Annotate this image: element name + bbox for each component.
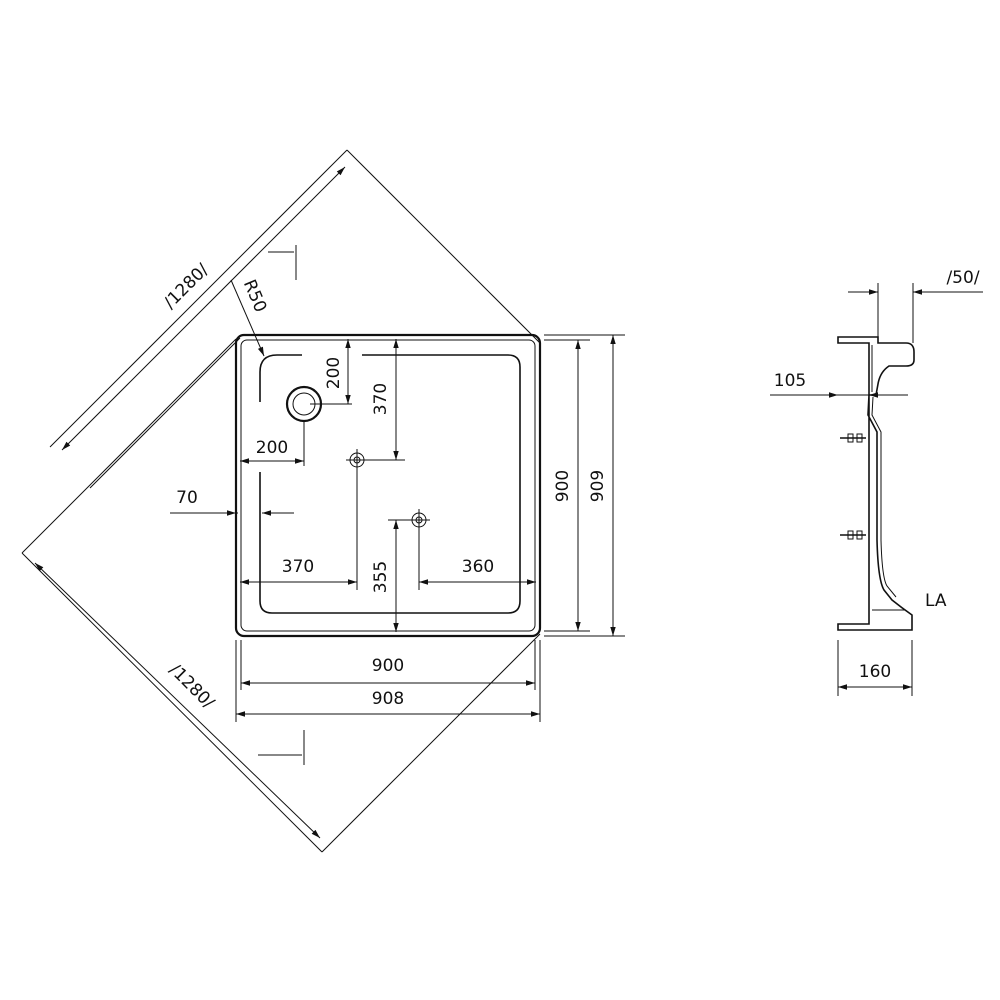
tray-inner-outline [240, 339, 536, 632]
dim-outer-height-label: 909 [588, 470, 608, 502]
diag-label-top: /1280/ [160, 260, 213, 313]
section-bolt-top [840, 433, 866, 443]
foot-marker-1 [346, 449, 368, 471]
diagonal-frame-bottom-right [321, 633, 541, 853]
section-view: /50/ 105 LA 160 [770, 268, 983, 696]
dim-drain-x-label: 200 [256, 438, 288, 458]
section-bolt-bottom [840, 530, 866, 540]
plan-view: /1280/ /1280/ R50 200 200 370 70 370 355 [21, 149, 625, 853]
diagonal-frame-inner2 [89, 337, 241, 489]
dim-edge-label: 70 [176, 488, 198, 508]
diag-dimension-top [61, 166, 346, 451]
diag-label-bottom: /1280/ [165, 660, 218, 713]
dim-foot-y-label: 355 [371, 561, 391, 593]
tray-outer-outline [234, 333, 542, 638]
section-cut-top [268, 245, 297, 280]
dim-inner-width-label: 900 [372, 656, 404, 676]
dim-drain-offset-y-label: 370 [371, 383, 391, 415]
dim-section-base-label: 160 [859, 662, 891, 682]
dim-inner-height-label: 900 [553, 470, 573, 502]
dim-section-top-label: /50/ [946, 268, 979, 288]
diagonal-frame-bottom-left [21, 552, 323, 853]
dim-foot-right-label: 360 [462, 557, 494, 577]
diagonal-frame-top-left [49, 149, 348, 448]
section-wall-inner [871, 396, 897, 598]
section-material-label: LA [925, 591, 947, 611]
dim-outer-width-label: 908 [372, 689, 404, 709]
section-wall-outer [837, 394, 913, 631]
dim-section-depth-label: 105 [774, 371, 806, 391]
section-cut-bottom [258, 730, 305, 765]
section-rim [837, 336, 915, 396]
dim-foot-x-label: 370 [282, 557, 314, 577]
dim-drain-y-label: 200 [324, 357, 344, 389]
radius-leader [230, 279, 265, 357]
tray-basin-corner [259, 354, 302, 402]
diagonal-frame-top-right [346, 149, 541, 344]
diagonal-frame-inner [21, 338, 237, 554]
diag-dimension-bottom [34, 562, 321, 839]
